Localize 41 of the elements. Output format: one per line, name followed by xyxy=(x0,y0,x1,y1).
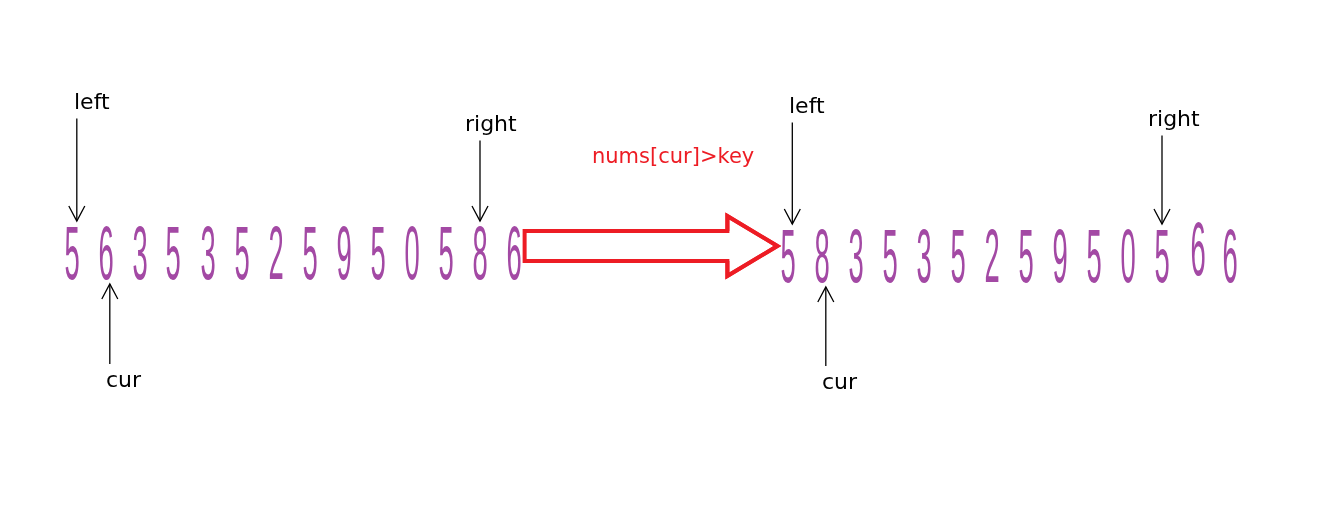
pointer-label: right xyxy=(1148,106,1200,133)
pointer-label: left xyxy=(74,89,110,116)
array-digit: 3 xyxy=(132,224,148,281)
array-digit: 6 xyxy=(1190,220,1206,277)
pointer-arrow xyxy=(783,121,801,225)
array-digit: 0 xyxy=(1120,227,1136,284)
array-digit: 5 xyxy=(1018,227,1034,284)
array-digit: 8 xyxy=(814,227,830,284)
array-digit: 5 xyxy=(1154,227,1170,284)
array-digit: 5 xyxy=(234,224,250,281)
array-digit: 5 xyxy=(302,224,318,281)
array-digit: 8 xyxy=(472,224,488,281)
pointer-arrow xyxy=(1153,134,1171,225)
array-digit: 3 xyxy=(200,224,216,281)
pointer-arrow xyxy=(101,283,119,365)
pointer-arrow xyxy=(471,139,489,222)
array-digit: 3 xyxy=(848,227,864,284)
array-digit: 5 xyxy=(370,224,386,281)
array-digit: 5 xyxy=(1086,227,1102,284)
array-digit: 6 xyxy=(506,224,522,281)
pointer-label: left xyxy=(789,93,825,120)
array-digit: 2 xyxy=(984,227,1000,284)
array-digit: 5 xyxy=(882,227,898,284)
array-digit: 5 xyxy=(165,224,181,281)
array-digit: 9 xyxy=(336,224,352,281)
array-digit: 5 xyxy=(950,227,966,284)
edge-label: nums[cur]>key xyxy=(592,144,755,170)
pointer-label: right xyxy=(465,111,517,138)
pointer-label: cur xyxy=(822,369,858,396)
array-digit: 6 xyxy=(1222,227,1238,284)
pointer-arrow xyxy=(817,286,835,367)
pointer-arrow xyxy=(68,117,86,222)
array-digit: 3 xyxy=(916,227,932,284)
array-digit: 5 xyxy=(780,227,796,284)
pointer-label: cur xyxy=(106,367,142,394)
array-digit: 5 xyxy=(438,224,454,281)
array-digit: 2 xyxy=(268,224,284,281)
array-digit: 0 xyxy=(404,224,420,281)
array-digit: 9 xyxy=(1052,227,1068,284)
array-digit: 6 xyxy=(98,224,114,281)
array-digit: 5 xyxy=(64,224,80,281)
